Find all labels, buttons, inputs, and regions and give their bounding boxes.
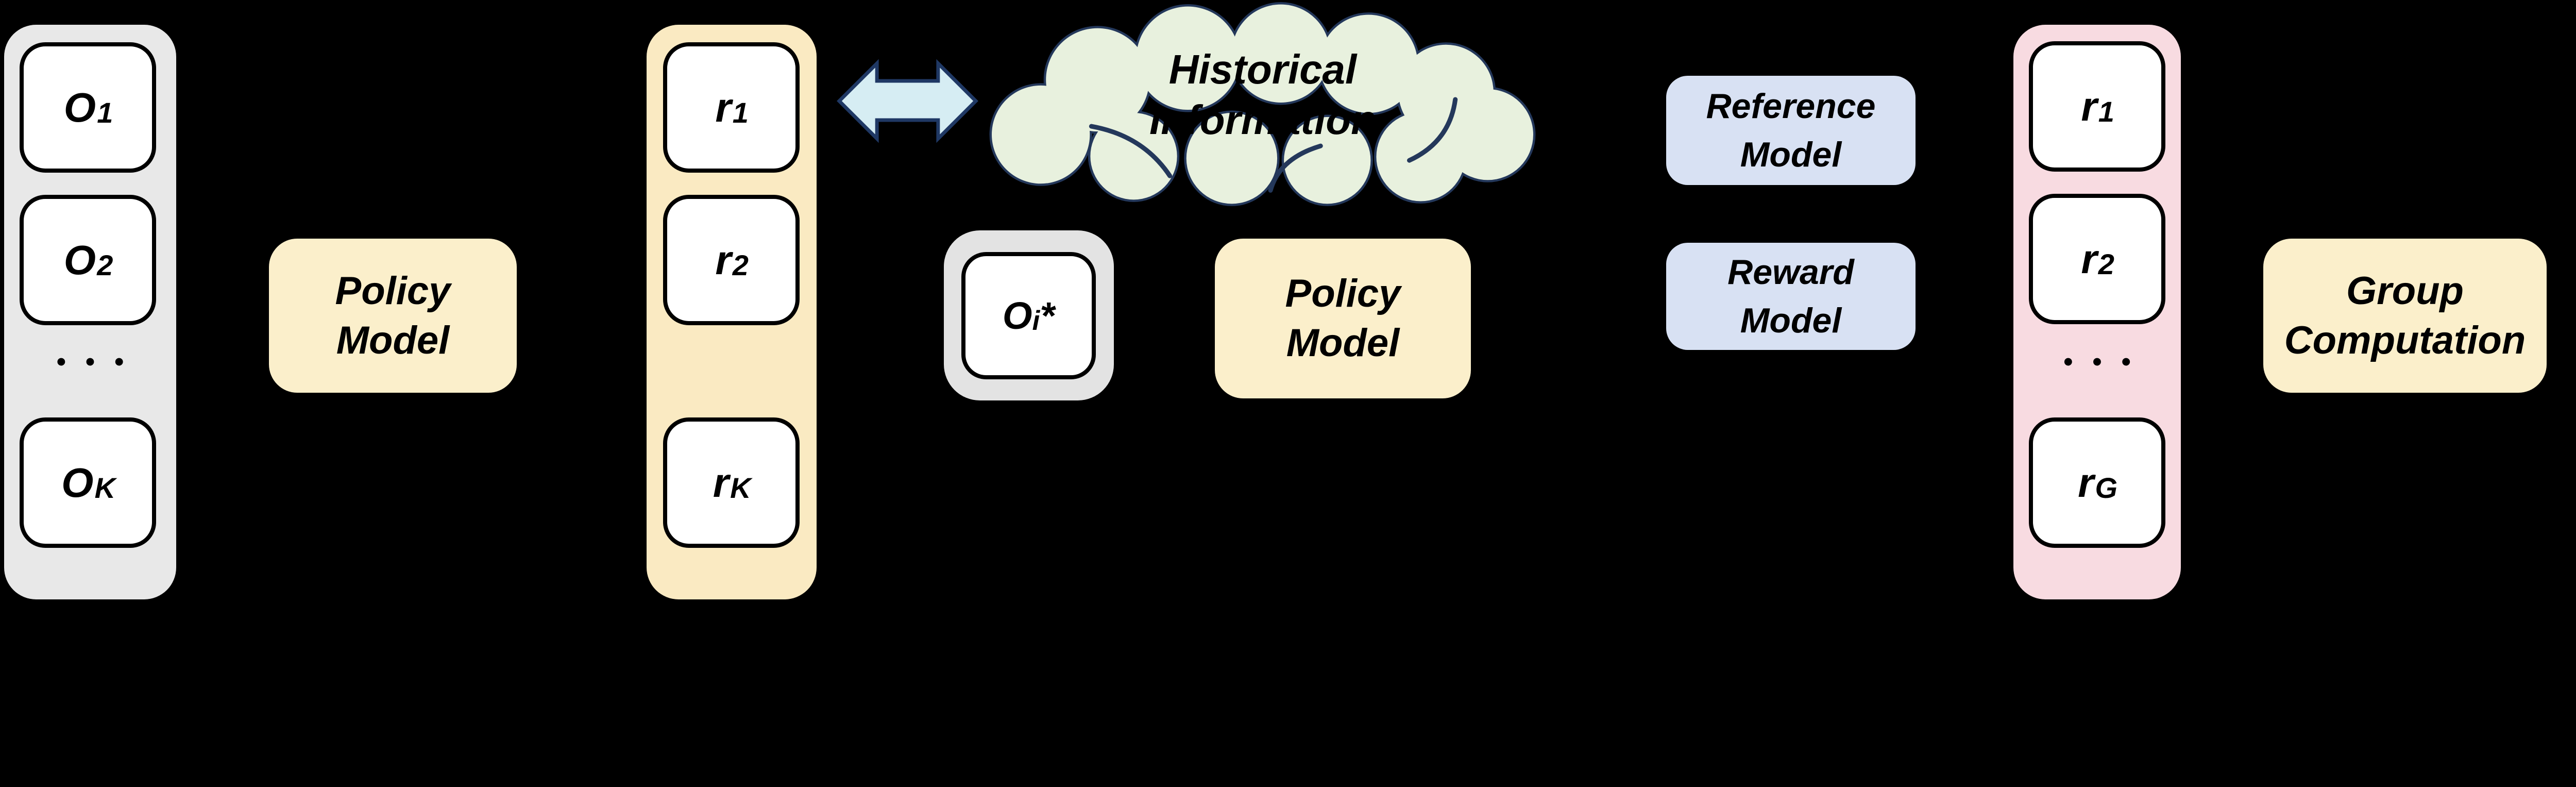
cloud-label-line1: Historical <box>1168 46 1357 92</box>
box-label: r <box>2081 236 2097 282</box>
group-computation-label-line1: Group <box>2346 269 2464 313</box>
historical-information-cloud: Historical Information <box>989 2 1536 206</box>
reference-model-label-line1: Reference <box>1706 87 1876 126</box>
cloud-icon <box>989 2 1536 206</box>
box-label: r <box>2081 83 2097 129</box>
box-label: r <box>2078 459 2094 506</box>
ellipsis-dots: ••• <box>2063 347 2150 377</box>
reward-model-label-line2: Model <box>1740 301 1842 340</box>
group-computation: Group Computation <box>2263 239 2547 393</box>
box-label: r <box>713 459 729 506</box>
box-label: r <box>715 84 732 130</box>
cloud-label-line2: Information <box>1149 97 1376 143</box>
policy-model-label-line2: Model <box>1286 321 1400 365</box>
group-computation-label-line2: Computation <box>2284 318 2526 362</box>
policy-model-label-line1: Policy <box>335 269 451 313</box>
reward-model-label-line1: Reward <box>1727 253 1854 292</box>
box-label: O <box>63 237 96 283</box>
policy-model-left: Policy Model <box>269 239 517 393</box>
ellipsis-dots: ••• <box>56 347 144 377</box>
box-label: O <box>61 459 94 506</box>
box-label: r <box>715 237 732 283</box>
reference-model: Reference Model <box>1666 76 1916 185</box>
double-headed-arrow-icon <box>837 59 978 143</box>
reward-model: Reward Model <box>1666 243 1916 350</box>
policy-model-right: Policy Model <box>1215 239 1471 398</box>
box-label: O <box>1002 294 1032 337</box>
policy-model-label-line1: Policy <box>1285 272 1401 315</box>
reference-model-label-line2: Model <box>1740 135 1842 174</box>
box-label: O <box>63 84 96 130</box>
policy-model-label-line2: Model <box>336 318 450 362</box>
